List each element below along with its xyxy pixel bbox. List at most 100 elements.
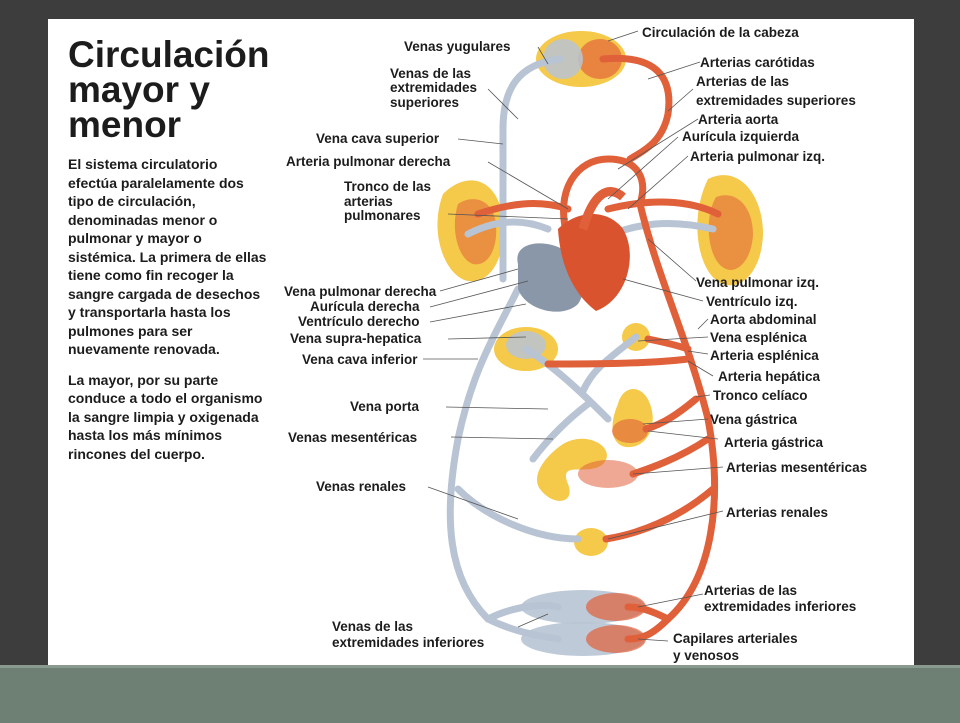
aortic-root (578, 187, 626, 231)
label-arteria-gastrica: Arteria gástrica (724, 435, 824, 450)
leg-artery-lower (624, 615, 672, 643)
label-circulacion-cabeza: Circulación de la cabeza (642, 25, 799, 40)
label-arterias-extremidades-inf-2: extremidades inferiores (704, 599, 856, 614)
description: El sistema circulatorio efectúa paralela… (68, 155, 268, 475)
labels-left: Venas yugulares Venas de las extremidade… (284, 39, 511, 650)
label-ventriculo-derecho: Ventrículo derecho (298, 314, 420, 329)
label-venas-extremidades-sup-2: extremidades (390, 80, 477, 95)
intestine (537, 438, 608, 501)
leader (427, 486, 519, 520)
label-venas-extremidades-sup-3: superiores (390, 95, 459, 110)
label-arterias-extremidades-1: Arterias de las (696, 74, 789, 89)
leader (450, 436, 554, 440)
leader (627, 155, 689, 210)
leader (607, 510, 724, 540)
splenic-artery (644, 335, 692, 353)
label-arteria-pulmonar-izq: Arteria pulmonar izq. (690, 149, 825, 164)
label-arteria-hepatica: Arteria hepática (718, 369, 821, 384)
legs-capillaries-lower-artery (586, 625, 646, 653)
slide-title: Circulación mayor y menor (68, 36, 368, 145)
label-venas-yugulares: Venas yugulares (404, 39, 511, 54)
labels-right: Circulación de la cabeza Arterias caróti… (642, 25, 867, 663)
leader-lines (423, 30, 724, 642)
leader (687, 360, 714, 377)
inferior-vena-cava (446, 285, 522, 623)
leader (697, 318, 709, 330)
label-venas-renales: Venas renales (316, 479, 406, 494)
carotid-artery (599, 54, 673, 163)
circulation-diagram: Circulación de la cabeza Arterias caróti… (284, 25, 867, 663)
label-arteria-aorta: Arteria aorta (698, 112, 779, 127)
label-capilares-2: y venosos (673, 648, 739, 663)
leg-vein-lower (484, 615, 562, 643)
pulmonary-vein-right (464, 218, 552, 238)
leader (517, 613, 549, 628)
aortic-arch (560, 155, 647, 243)
leader (429, 303, 527, 323)
paragraph-mayor: La mayor, por su parte conduce a todo el… (68, 371, 263, 462)
leader (622, 278, 704, 302)
leader (687, 350, 709, 355)
label-arterias-mesentericas: Arterias mesentéricas (726, 460, 867, 475)
label-vena-porta: Vena porta (350, 399, 420, 414)
label-arterias-extremidades-inf-1: Arterias de las (704, 583, 797, 598)
label-venas-extremidades-sup-1: Venas de las (390, 66, 471, 81)
label-tronco-arterias-2: arterias (344, 194, 393, 209)
leader (537, 46, 549, 65)
leader (637, 593, 704, 608)
slide: Circulación mayor y menor El sistema cir… (48, 19, 914, 667)
stomach-vessels (612, 419, 648, 443)
label-auricula-derecha: Aurícula derecha (310, 299, 420, 314)
bottom-bar (0, 665, 960, 723)
leg-artery-upper (624, 603, 672, 623)
label-venas-extremidades-inf-1: Venas de las (332, 619, 413, 634)
leader (642, 418, 709, 425)
mesenteric-artery (629, 435, 712, 478)
leader (667, 88, 694, 112)
leader (447, 336, 527, 340)
label-tronco-arterias-1: Tronco de las (344, 179, 431, 194)
leader (447, 213, 569, 220)
paragraph-menor: El sistema circulatorio efectúa paralela… (68, 156, 267, 357)
label-ventriculo-izq: Ventrículo izq. (706, 294, 798, 309)
label-vena-esplenica: Vena esplénica (710, 330, 807, 345)
pulmonary-artery-left (604, 198, 722, 218)
leader (647, 430, 719, 440)
leader (487, 161, 569, 210)
label-arteria-pulmonar-derecha: Arteria pulmonar derecha (286, 154, 451, 169)
label-arterias-extremidades-2: extremidades superiores (696, 93, 856, 108)
veins (446, 55, 717, 643)
leader (445, 406, 549, 410)
leader (617, 118, 699, 170)
renal-vein (454, 485, 582, 543)
leader (695, 394, 711, 398)
leader (632, 466, 724, 475)
label-venas-mesentericas: Venas mesentéricas (288, 430, 417, 445)
hepatic-artery (544, 355, 692, 368)
label-vena-gastrica: Vena gástrica (710, 412, 798, 427)
label-vena-cava-inferior: Vena cava inferior (302, 352, 418, 367)
leader (429, 280, 529, 308)
leader (607, 30, 639, 42)
label-vena-supra-hepatica: Vena supra-hepatica (290, 331, 422, 346)
portal-vein (522, 345, 612, 423)
leader (647, 61, 701, 80)
left-ventricle (558, 214, 630, 311)
label-vena-pulmonar-izq: Vena pulmonar izq. (696, 275, 819, 290)
leader (457, 138, 504, 145)
label-auricula-izquierda: Aurícula izquierda (682, 129, 800, 144)
mesenteric-vein (529, 400, 592, 463)
title-line-3: menor (68, 104, 182, 145)
label-vena-cava-superior: Vena cava superior (316, 131, 440, 146)
intestine-vessels (578, 460, 638, 488)
label-vena-pulmonar-derecha: Vena pulmonar derecha (284, 284, 437, 299)
leader (607, 136, 679, 200)
legs-capillaries-upper-artery (586, 593, 646, 621)
kidney (574, 528, 608, 556)
leader (647, 238, 697, 282)
pulmonary-artery-right (474, 200, 572, 218)
leader (637, 638, 669, 642)
label-venas-extremidades-inf-2: extremidades inferiores (332, 635, 484, 650)
leg-vein-upper (484, 601, 562, 623)
leader (487, 88, 519, 120)
